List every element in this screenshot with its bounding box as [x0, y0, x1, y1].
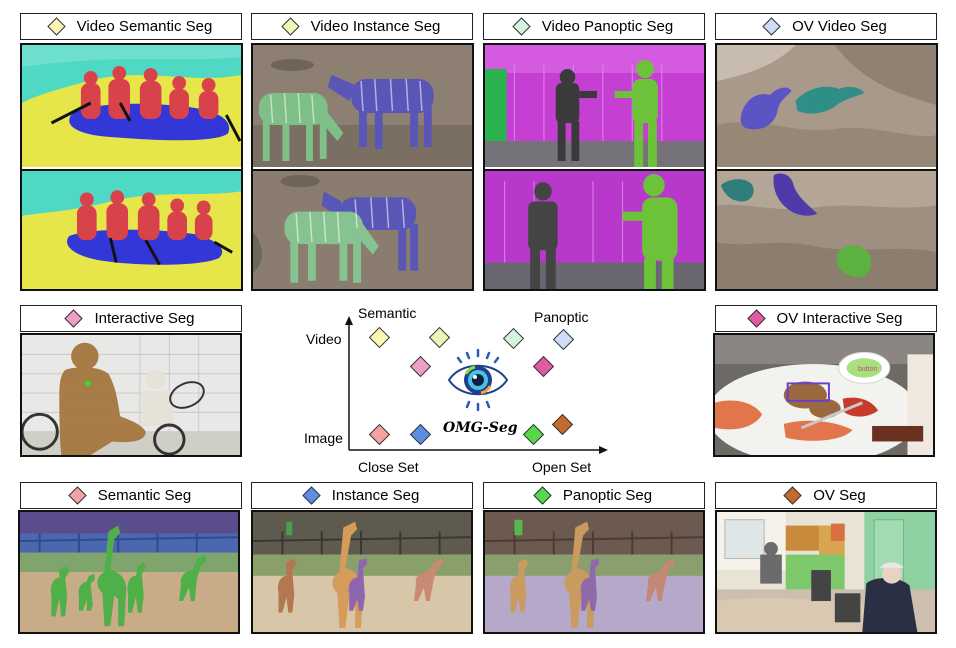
video-frame-2 [485, 169, 704, 289]
video-frame-2 [22, 169, 241, 289]
video-panoptic-seg-frames [483, 43, 706, 291]
tag-ov-interactive-seg: OV Interactive Seg [715, 305, 937, 332]
omg-seg-logo-icon [447, 348, 509, 412]
tag-interactive-seg: Interactive Seg [20, 305, 242, 332]
x-axis-left-label: Close Set [358, 459, 419, 475]
diamond-marker-icon [46, 17, 66, 36]
video-semantic-seg-frames [20, 43, 243, 291]
video-frame-1 [22, 45, 241, 167]
diamond-marker-icon [280, 17, 300, 36]
semantic-seg-image [18, 510, 240, 634]
semantic-region-label: Semantic [358, 305, 417, 321]
diamond-marker-icon [533, 486, 552, 505]
diamond-marker-icon [68, 486, 87, 505]
video-frame-1 [485, 45, 704, 167]
ov-video-seg-frames [715, 43, 938, 291]
tag-instance-seg: Instance Seg [251, 482, 473, 509]
panoptic-seg-image [483, 510, 705, 634]
ov-seg-image [715, 510, 937, 634]
panoptic-region-label: Panoptic [534, 309, 589, 325]
y-axis-top-label: Video [306, 331, 342, 347]
diamond-marker-icon [64, 309, 84, 328]
video-frame-2 [717, 169, 936, 289]
video-frame-1 [253, 45, 472, 167]
video-frame-2 [253, 169, 472, 289]
diamond-marker-icon [746, 309, 766, 328]
diamond-marker-icon [302, 486, 321, 505]
tag-video-panoptic-seg: Video Panoptic Seg [483, 13, 705, 40]
x-axis-right-label: Open Set [532, 459, 592, 475]
diamond-marker-icon [512, 17, 531, 36]
tag-panoptic-seg: Panoptic Seg [483, 482, 705, 509]
tag-video-semantic-seg: Video Semantic Seg [20, 13, 242, 40]
tag-ov-video-seg: OV Video Seg [715, 13, 937, 40]
diamond-marker-icon [783, 486, 802, 505]
video-instance-seg-frames [251, 43, 474, 291]
interactive-seg-image [20, 333, 242, 457]
task-axis-diagram [345, 316, 608, 454]
tag-ov-seg: OV Seg [715, 482, 937, 509]
omg-seg-logo-text: OMG-Seg [443, 420, 518, 436]
tag-semantic-seg: Semantic Seg [20, 482, 242, 509]
plate-sign-text: button [858, 366, 878, 373]
instance-seg-image [251, 510, 473, 634]
diamond-marker-icon [762, 17, 781, 36]
ov-interactive-seg-image: button [713, 333, 935, 457]
y-axis-bottom-label: Image [304, 430, 343, 446]
video-frame-1 [717, 45, 936, 167]
tag-video-instance-seg: Video Instance Seg [251, 13, 473, 40]
